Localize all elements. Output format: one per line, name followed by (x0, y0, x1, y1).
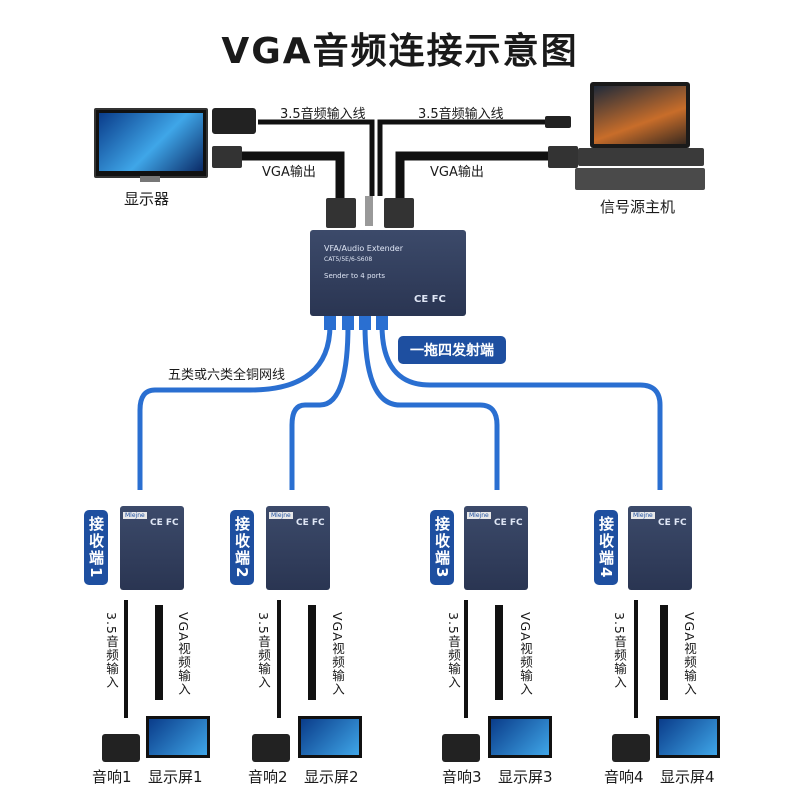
screen-label-2: 显示屏2 (304, 768, 359, 786)
speaker-icon (442, 734, 480, 762)
screen-label-3: 显示屏3 (498, 768, 553, 786)
cable-label: 五类或六类全铜网线 (168, 368, 286, 383)
audio-in-label-3: 3.5音频输入 (446, 612, 461, 689)
vga-port-icon (384, 198, 414, 228)
speaker-label-2: 音响2 (248, 768, 288, 786)
screen-label-1: 显示屏1 (148, 768, 203, 786)
network-cable-2 (289, 324, 351, 490)
vga-in-label-1: VGA视频输入 (176, 612, 191, 696)
speaker-icon (212, 108, 256, 134)
receiver-device-1: Mlejne CE FC (120, 506, 184, 590)
speaker-icon (102, 734, 140, 762)
sender-model-line2: CAT5/5E/6-S608 (324, 256, 373, 263)
receiver-badge-4: 接收端4 (594, 510, 618, 586)
sender-ports-text: Sender to 4 ports (324, 272, 385, 280)
brand-label: Mlejne (269, 512, 293, 519)
rj45-icon (359, 316, 371, 330)
host-label: 信号源主机 (600, 198, 676, 216)
speaker-icon (252, 734, 290, 762)
network-cable-4 (379, 324, 663, 490)
monitor-label: 显示器 (124, 190, 170, 208)
laptop-icon (590, 82, 690, 148)
vga-in-label-3: VGA视频输入 (518, 612, 533, 696)
right-vga-cable (395, 151, 548, 200)
cert-marks: CE FC (150, 518, 179, 528)
vga-connector-icon (212, 146, 242, 168)
speaker-label-3: 音响3 (442, 768, 482, 786)
left-audio-cable (258, 119, 375, 196)
sender-model-line1: VFA/Audio Extender (324, 244, 403, 253)
receiver-badge-2: 接收端2 (230, 510, 254, 586)
cert-marks: CE FC (494, 518, 523, 528)
monitor-icon (94, 108, 208, 178)
vga-in-label-2: VGA视频输入 (330, 612, 345, 696)
network-cable-1 (137, 324, 333, 490)
laptop-keyboard-icon (578, 148, 704, 166)
audio-plug-icon (365, 196, 373, 226)
rj45-icon (376, 316, 388, 330)
monitor-icon (488, 716, 552, 758)
brand-label: Mlejne (123, 512, 147, 519)
rj45-icon (342, 316, 354, 330)
monitor-icon (656, 716, 720, 758)
cert-marks: CE FC (414, 294, 446, 305)
screen-label-4: 显示屏4 (660, 768, 715, 786)
left-audio-label: 3.5音频输入线 (280, 107, 366, 122)
audio-in-label-4: 3.5音频输入 (612, 612, 627, 689)
host-box-icon (575, 168, 705, 190)
receiver-device-3: Mlejne CE FC (464, 506, 528, 590)
rj45-icon (324, 316, 336, 330)
brand-label: Mlejne (467, 512, 491, 519)
sender-device: VFA/Audio Extender CAT5/5E/6-S608 Sender… (310, 230, 466, 316)
right-vga-label: VGA输出 (430, 165, 484, 180)
audio-in-label-1: 3.5音频输入 (104, 612, 119, 689)
cert-marks: CE FC (296, 518, 325, 528)
network-cable-3 (362, 324, 500, 490)
right-audio-cable (377, 119, 545, 196)
left-vga-cable (240, 151, 345, 200)
vga-port-icon (326, 198, 356, 228)
cert-marks: CE FC (658, 518, 687, 528)
receiver-badge-3: 接收端3 (430, 510, 454, 586)
receiver-device-2: Mlejne CE FC (266, 506, 330, 590)
receiver-device-4: Mlejne CE FC (628, 506, 692, 590)
audio-plug-icon (545, 116, 571, 128)
speaker-icon (612, 734, 650, 762)
audio-in-label-2: 3.5音频输入 (256, 612, 271, 689)
speaker-label-4: 音响4 (604, 768, 644, 786)
monitor-icon (298, 716, 362, 758)
sender-badge: 一拖四发射端 (398, 336, 506, 364)
brand-label: Mlejne (631, 512, 655, 519)
monitor-stand-icon (140, 176, 160, 182)
receiver-badge-1: 接收端1 (84, 510, 108, 586)
right-audio-label: 3.5音频输入线 (418, 107, 504, 122)
vga-in-label-4: VGA视频输入 (682, 612, 697, 696)
vga-connector-icon (548, 146, 578, 168)
monitor-icon (146, 716, 210, 758)
page-title: VGA音频连接示意图 (221, 31, 579, 72)
speaker-label-1: 音响1 (92, 768, 132, 786)
left-vga-label: VGA输出 (262, 165, 316, 180)
